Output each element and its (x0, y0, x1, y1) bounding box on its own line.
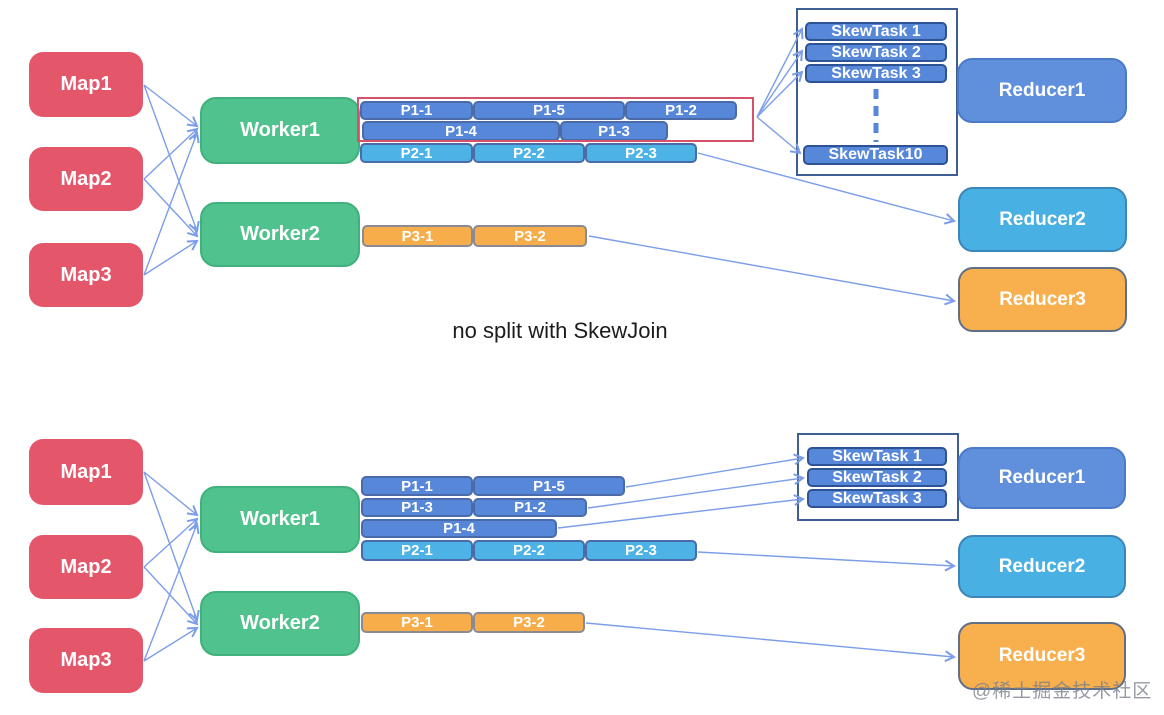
bottom-partition-p3-2: P3-2 (473, 612, 585, 633)
top-diagram-caption: no split with SkewJoin (452, 318, 668, 343)
bottom-arrow-map1-worker1 (143, 471, 199, 517)
bottom-skewtask-1: SkewTask 1 (807, 447, 947, 466)
bottom-worker2-node: Worker2 (200, 591, 360, 656)
top-arrow-map1-worker2 (143, 84, 200, 233)
top-arrow-p3-reducer3 (588, 235, 957, 306)
top-skewtask-2: SkewTask 2 (805, 43, 947, 62)
bottom-map3-node: Map3 (29, 628, 143, 693)
watermark: @稀土掘金技术社区 (972, 681, 1153, 702)
top-map1-node: Map1 (29, 52, 143, 117)
top-arrow-p1group-skewtask10 (756, 116, 802, 155)
bottom-partition-p2-3: P2-3 (585, 540, 697, 561)
top-p1-skew-highlight-outline (357, 97, 754, 142)
bottom-reducer2-node: Reducer2 (958, 535, 1126, 598)
top-partition-p2-3: P2-3 (585, 143, 697, 163)
bottom-partition-p2-1: P2-1 (361, 540, 473, 561)
top-reducer2-node: Reducer2 (958, 187, 1127, 252)
top-worker1-node: Worker1 (200, 97, 360, 164)
bottom-arrow-p1row3-skewtask3 (557, 494, 806, 529)
bottom-reducer1-node: Reducer1 (958, 447, 1126, 509)
top-worker2-node: Worker2 (200, 202, 360, 267)
top-skewtask-10: SkewTask10 (803, 145, 948, 165)
bottom-arrow-map1-worker2 (143, 471, 200, 622)
top-partition-p2-2: P2-2 (473, 143, 585, 163)
bottom-arrow-map3-worker2 (143, 626, 199, 662)
bottom-partition-p1-2: P1-2 (473, 498, 587, 517)
top-map3-node: Map3 (29, 243, 143, 307)
bottom-reducer3-node: Reducer3 (958, 622, 1126, 690)
bottom-arrow-map3-worker1 (143, 522, 200, 662)
bottom-arrow-p1row1-skewtask1 (625, 453, 806, 488)
top-reducer3-node: Reducer3 (958, 267, 1127, 332)
top-arrow-map2-worker2 (143, 178, 199, 238)
top-arrow-map3-worker1 (143, 131, 200, 276)
top-skewtask-1: SkewTask 1 (805, 22, 947, 41)
top-partition-p1-1: P1-1 (360, 101, 473, 120)
bottom-partition-p1-4: P1-4 (361, 519, 557, 538)
top-arrow-map2-worker1 (143, 127, 199, 180)
top-arrow-map1-worker1 (143, 84, 199, 128)
top-partition-p1-2: P1-2 (625, 101, 737, 120)
bottom-partition-p1-3: P1-3 (361, 498, 473, 517)
bottom-skewtask-2: SkewTask 2 (807, 468, 947, 487)
top-partition-p1-5: P1-5 (473, 101, 625, 120)
top-map2-node: Map2 (29, 147, 143, 211)
bottom-partition-p3-1: P3-1 (361, 612, 473, 633)
top-partition-p3-2: P3-2 (473, 225, 587, 247)
top-partition-p2-1: P2-1 (360, 143, 473, 163)
bottom-map1-node: Map1 (29, 439, 143, 505)
bottom-skewtask-3: SkewTask 3 (807, 489, 947, 508)
bottom-arrow-map2-worker2 (143, 566, 199, 626)
top-arrow-map3-worker2 (143, 239, 199, 276)
top-partition-p3-1: P3-1 (362, 225, 473, 247)
bottom-partition-p1-1: P1-1 (361, 476, 473, 496)
bottom-map2-node: Map2 (29, 535, 143, 599)
bottom-arrow-p3-reducer3 (585, 622, 957, 663)
bottom-worker1-node: Worker1 (200, 486, 360, 553)
bottom-arrow-p2-reducer2 (697, 551, 957, 572)
top-reducer1-node: Reducer1 (957, 58, 1127, 123)
bottom-partition-p2-2: P2-2 (473, 540, 585, 561)
bottom-arrow-map2-worker1 (143, 517, 199, 568)
top-skewtask-3: SkewTask 3 (805, 64, 947, 83)
bottom-partition-p1-5: P1-5 (473, 476, 625, 496)
